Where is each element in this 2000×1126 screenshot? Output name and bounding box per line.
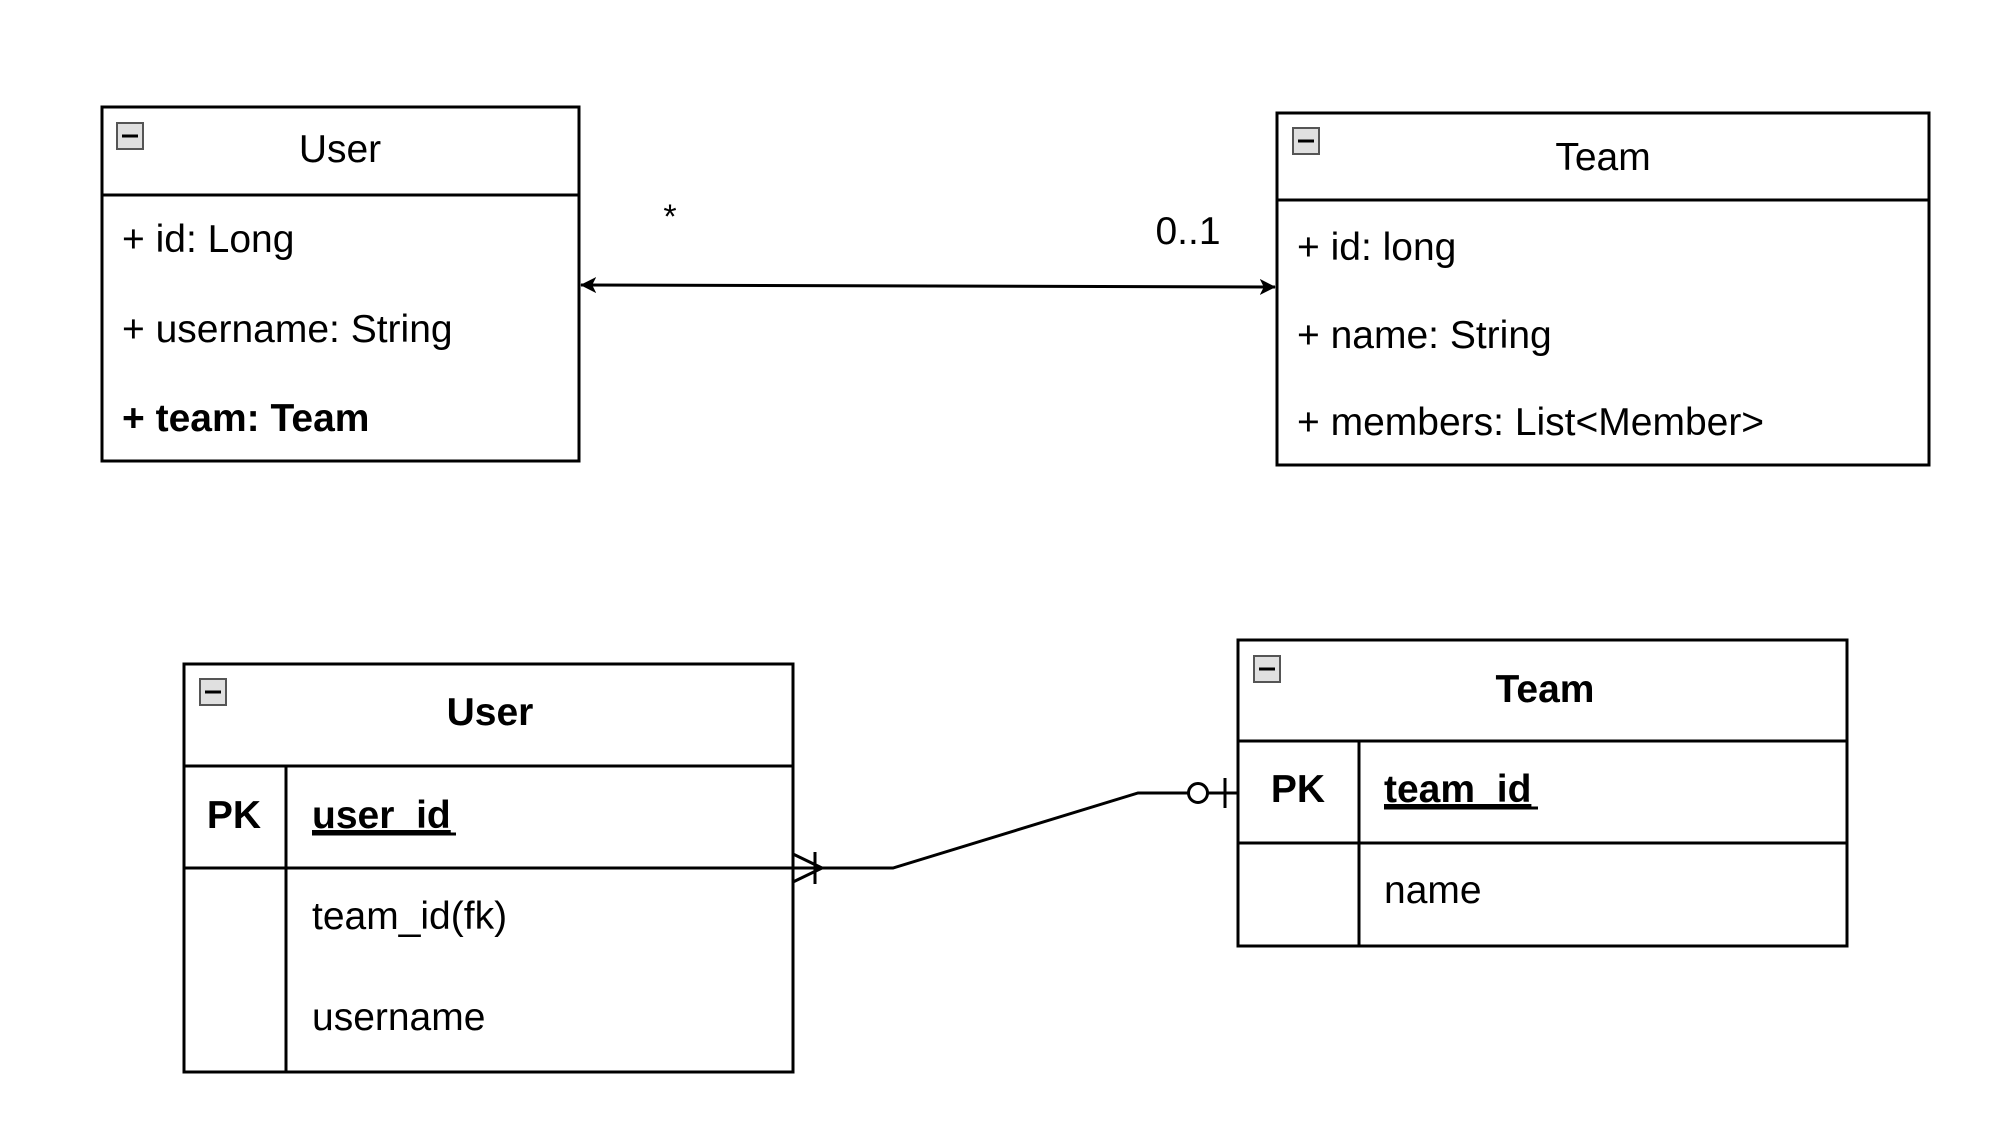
zero-or-one-icon xyxy=(1187,778,1227,808)
erd-user-table-title: User xyxy=(447,691,534,734)
pk-label: PK xyxy=(207,794,261,837)
uml-user-attribute: + username: String xyxy=(122,308,453,351)
relationship-line[interactable] xyxy=(793,791,1238,870)
uml-team-attribute: + id: long xyxy=(1297,226,1456,269)
erd-team-table[interactable]: Team PK team_id name xyxy=(1236,638,1849,948)
table-field: team_id(fk) xyxy=(312,895,507,938)
uml-user-attribute: + team: Team xyxy=(122,397,369,440)
uml-team-class[interactable]: Team + id: long + name: String + members… xyxy=(1275,111,1931,467)
uml-team-attribute: + members: List<Member> xyxy=(1297,401,1764,444)
collapse-icon[interactable] xyxy=(1292,127,1320,155)
table-field: username xyxy=(312,996,485,1039)
uml-team-attribute: + name: String xyxy=(1297,314,1552,357)
erd-relationship[interactable] xyxy=(792,778,1238,884)
uml-association[interactable]: * 0..1 xyxy=(580,198,1276,295)
association-line[interactable] xyxy=(580,277,1276,295)
uml-user-attribute: + id: Long xyxy=(122,218,294,261)
uml-user-class-title: User xyxy=(299,128,381,171)
collapse-icon[interactable] xyxy=(116,122,144,150)
pk-field: team_id xyxy=(1384,768,1531,811)
user-end-multiplicity: * xyxy=(663,198,676,236)
uml-team-class-title: Team xyxy=(1555,136,1650,179)
collapse-icon[interactable] xyxy=(199,678,227,706)
uml-user-class[interactable]: User + id: Long + username: String + tea… xyxy=(100,105,581,463)
pk-label: PK xyxy=(1271,768,1325,811)
pk-field: user_id xyxy=(312,794,451,837)
table-field: name xyxy=(1384,869,1482,912)
erd-user-table[interactable]: User PK user_id team_id(fk) username xyxy=(182,662,795,1074)
collapse-icon[interactable] xyxy=(1253,655,1281,683)
crows-foot-many-icon xyxy=(792,852,823,884)
erd-team-table-title: Team xyxy=(1496,668,1595,711)
team-end-multiplicity: 0..1 xyxy=(1155,210,1220,253)
